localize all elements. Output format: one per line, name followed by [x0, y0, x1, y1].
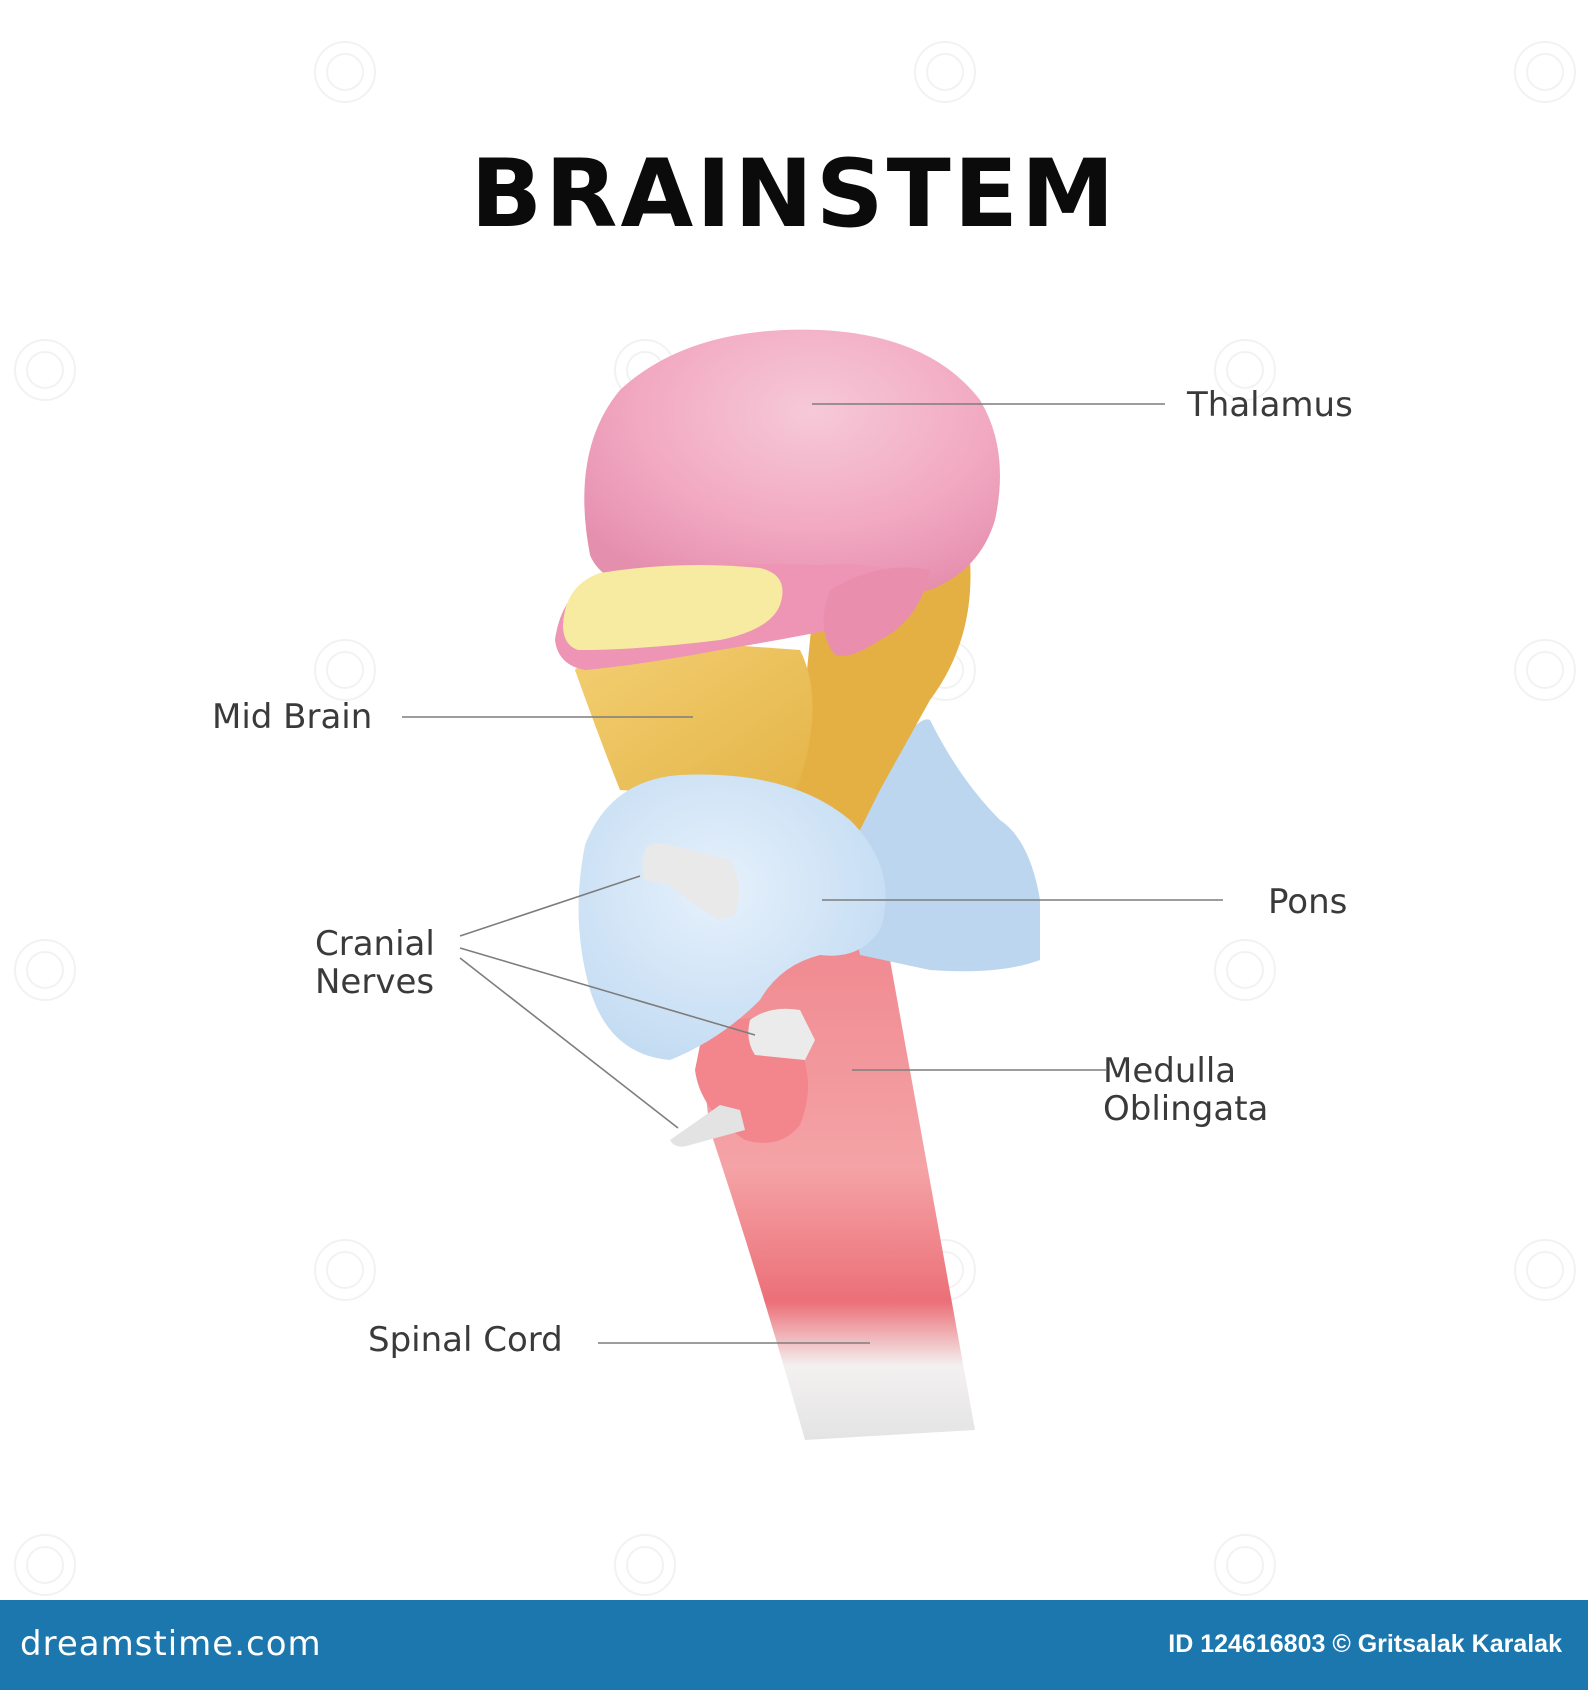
mid-brain-left-shape	[575, 640, 813, 800]
leader-lines	[402, 403, 1223, 1344]
label-thalamus: Thalamus	[1187, 385, 1353, 425]
label-pons: Pons	[1268, 882, 1348, 922]
label-spinal-cord: Spinal Cord	[368, 1320, 563, 1360]
label-cranial-nerves: Cranial Nerves	[315, 924, 435, 1002]
leader-nerve-2	[459, 947, 756, 1036]
diagram-title: BRAINSTEM	[470, 140, 1118, 249]
mid-brain-top-shape	[563, 564, 783, 650]
pons-back-shape	[840, 719, 1040, 972]
footer-image-id: ID 124616803 © Gritsalak Karalak	[1168, 1630, 1562, 1658]
thalamus-shape	[584, 329, 1000, 605]
leader-nerve-3	[459, 957, 679, 1129]
footer-bar: dreamstime.com ID 124616803 © Gritsalak …	[0, 1600, 1588, 1690]
nerve-middle-shape	[748, 1008, 815, 1060]
thalamus-right-flap-shape	[823, 567, 930, 656]
nerve-upper-shape	[642, 843, 739, 920]
label-medulla-oblongata: Medulla Oblingata	[1103, 1051, 1269, 1129]
leader-nerve-1	[459, 875, 641, 937]
nerve-lower-shape	[670, 1105, 745, 1147]
footer-logo[interactable]: dreamstime.com	[20, 1624, 322, 1664]
label-mid-brain: Mid Brain	[212, 697, 373, 737]
